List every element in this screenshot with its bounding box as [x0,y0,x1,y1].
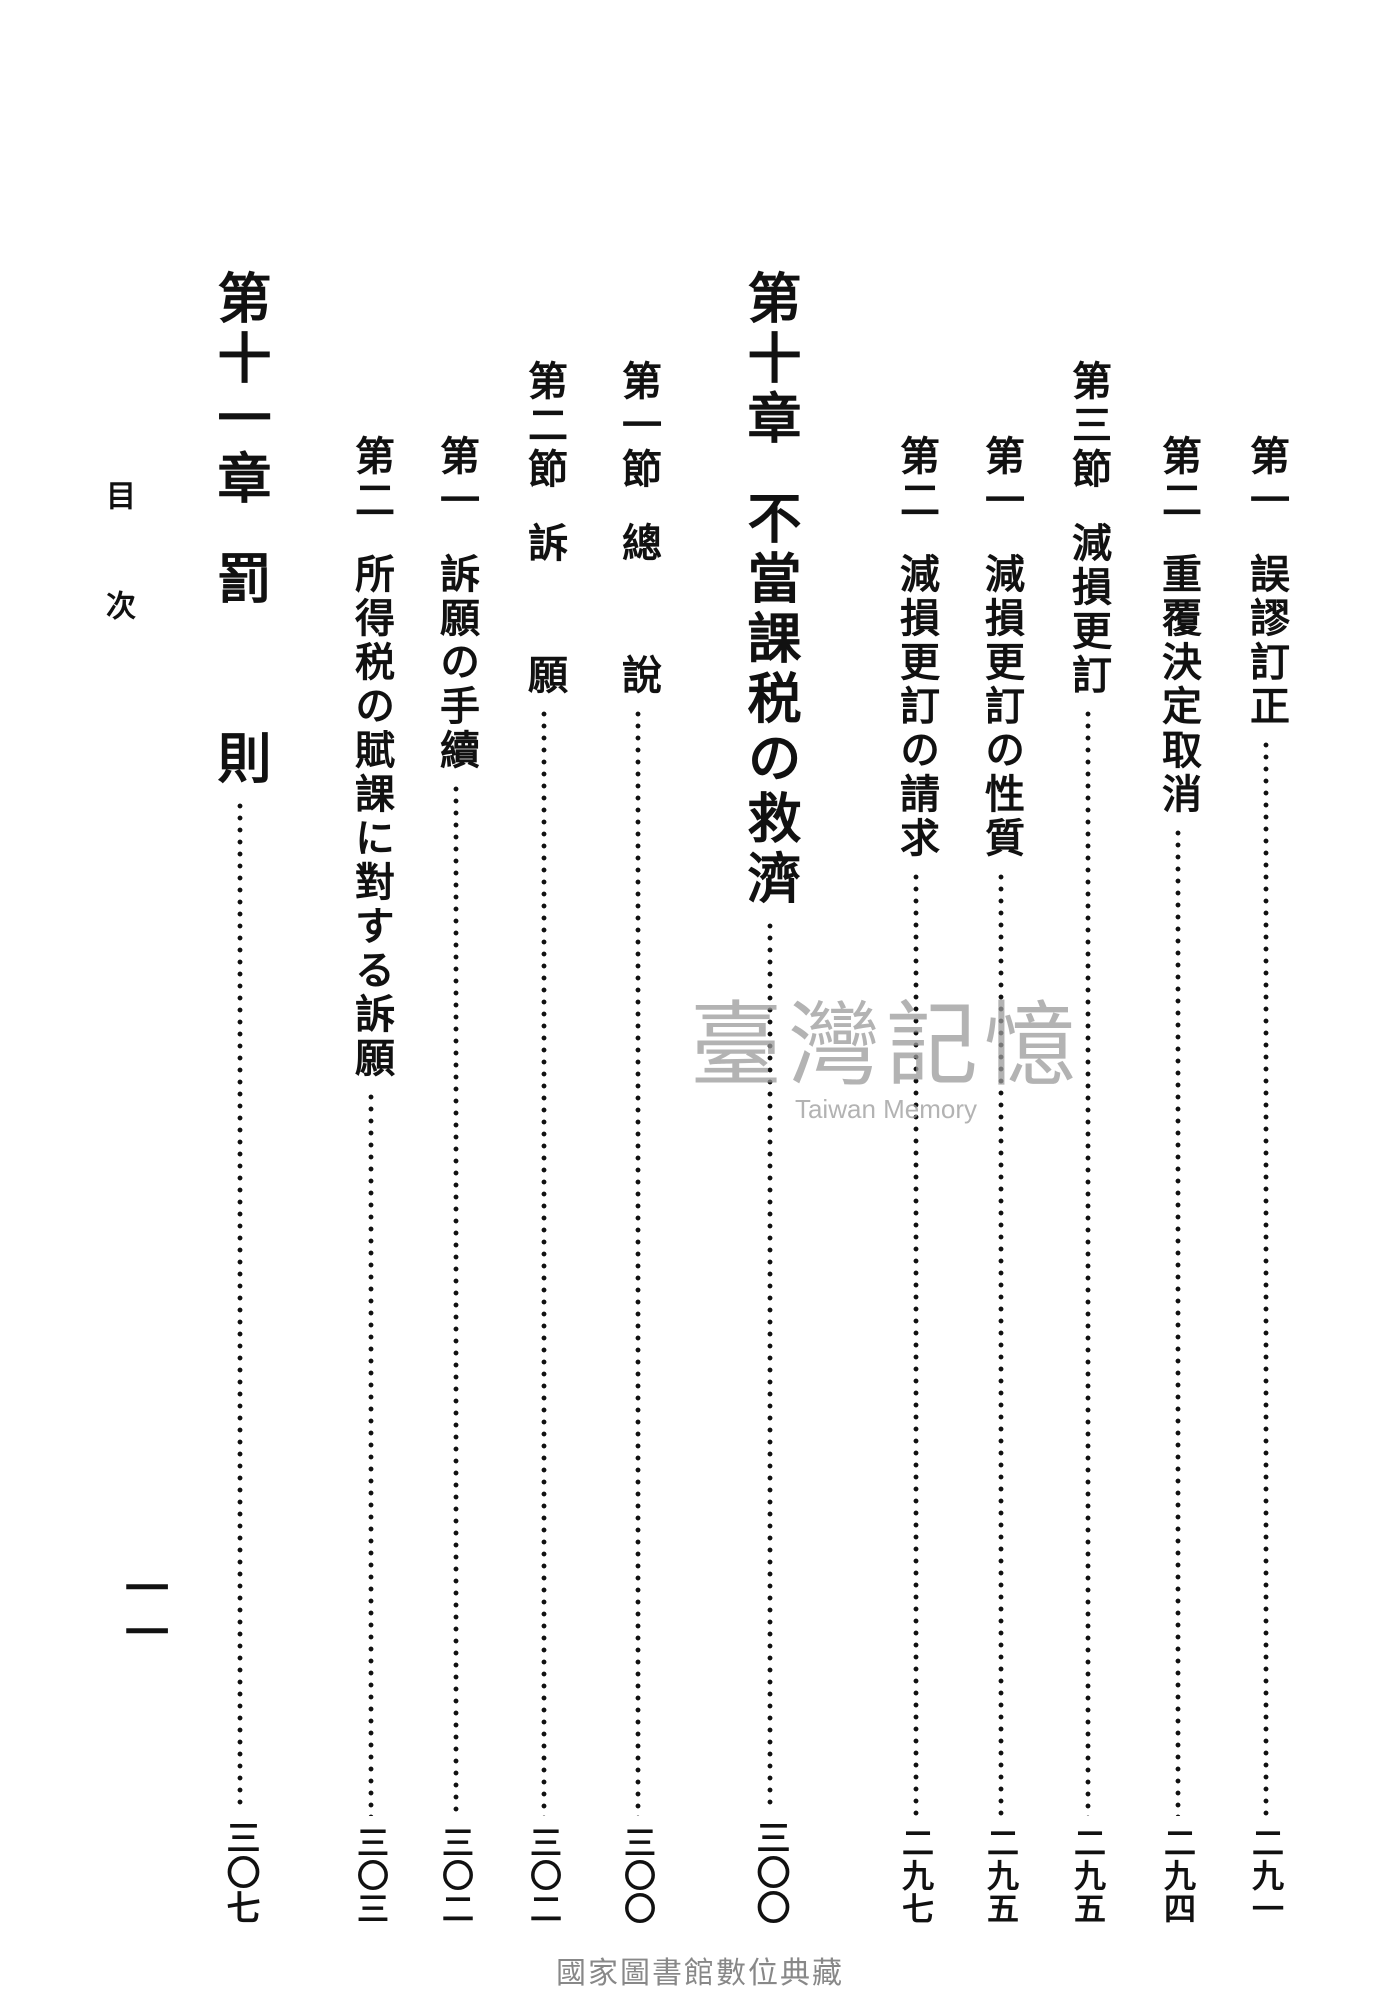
entry-title: 訴 願 [521,522,568,698]
entry-title: 總 說 [615,522,662,698]
toc-entry[interactable]: 第一 減損更訂の性質 二九五 [975,435,1027,1925]
entry-page: 三〇七 [220,1820,260,1925]
dot-leader [368,1091,374,1816]
entry-page: 三〇三 [352,1826,390,1925]
entry-title: 減損更訂の請求 [893,553,940,861]
page-number: 一一 [117,1565,168,1653]
dot-leader [237,800,243,1810]
watermark-subtitle: Taiwan Memory [794,1094,978,1124]
toc-chapter-entry[interactable]: 第十章 不當課税の救濟 三〇〇 [738,270,802,1925]
entry-label: 第二 [893,435,940,523]
entry-label: 第一節 [615,360,662,492]
entry-title: 減損更訂 [1065,522,1112,698]
entry-page: 二九四 [1159,1826,1197,1925]
entry-page: 二九一 [1247,1826,1285,1925]
toc-entry[interactable]: 第二節 訴 願 三〇二 [518,360,570,1925]
entry-title: 減損更訂の性質 [978,553,1025,861]
dot-leader [998,871,1004,1816]
footer-credit: 國家圖書館數位典藏 [556,1956,844,1991]
entry-page: 三〇〇 [619,1826,657,1925]
entry-title: 重覆決定取消 [1155,553,1202,817]
entry-label: 第二節 [521,360,568,492]
entry-label: 第二 [348,435,395,523]
dot-leader [1175,827,1181,1816]
entry-title: 訴願の手續 [433,553,480,773]
running-head: 目次 [100,480,135,700]
toc-entry[interactable]: 第二 重覆決定取消 二九四 [1152,435,1204,1925]
entry-title: 所得税の賦課に對する訴願 [348,553,395,1081]
entry-label: 第三節 [1065,360,1112,492]
entry-label: 第一 [433,435,480,523]
entry-page: 二九五 [1069,1826,1107,1925]
toc-entry[interactable]: 第二 所得税の賦課に對する訴願 三〇三 [345,435,397,1925]
toc-entry[interactable]: 第三節 減損更訂 二九五 [1062,360,1114,1925]
entry-title: 誤謬訂正 [1243,553,1290,729]
entry-page: 三〇〇 [750,1820,790,1925]
entry-label: 第一 [1243,435,1290,523]
entry-page: 三〇二 [437,1826,475,1925]
entry-title: 不當課税の救濟 [738,490,802,910]
dot-leader [635,708,641,1816]
toc-entry[interactable]: 第一節 總 說 三〇〇 [612,360,664,1925]
dot-leader [767,920,773,1810]
watermark: 臺灣記憶 Taiwan Memory [690,1000,1082,1125]
dot-leader [1263,739,1269,1816]
entry-label: 第一 [978,435,1025,523]
dot-leader [541,708,547,1816]
dot-leader [913,871,919,1816]
toc-chapter-entry[interactable]: 第十一章 罰 則 三〇七 [208,270,272,1925]
entry-title: 罰 則 [208,550,272,790]
entry-label: 第二 [1155,435,1202,523]
entry-page: 二九七 [897,1826,935,1925]
dot-leader [1085,708,1091,1816]
dot-leader [453,783,459,1816]
watermark-logo-text: 臺灣記憶 [690,992,1083,1099]
toc-entry[interactable]: 第一 訴願の手續 三〇二 [430,435,482,1925]
toc-entry[interactable]: 第一 誤謬訂正 二九一 [1240,435,1292,1925]
entry-label: 第十一章 [208,270,272,510]
entry-page: 三〇二 [525,1826,563,1925]
entry-label: 第十章 [738,270,802,450]
entry-page: 二九五 [982,1826,1020,1925]
toc-entry[interactable]: 第二 減損更訂の請求 二九七 [890,435,942,1925]
